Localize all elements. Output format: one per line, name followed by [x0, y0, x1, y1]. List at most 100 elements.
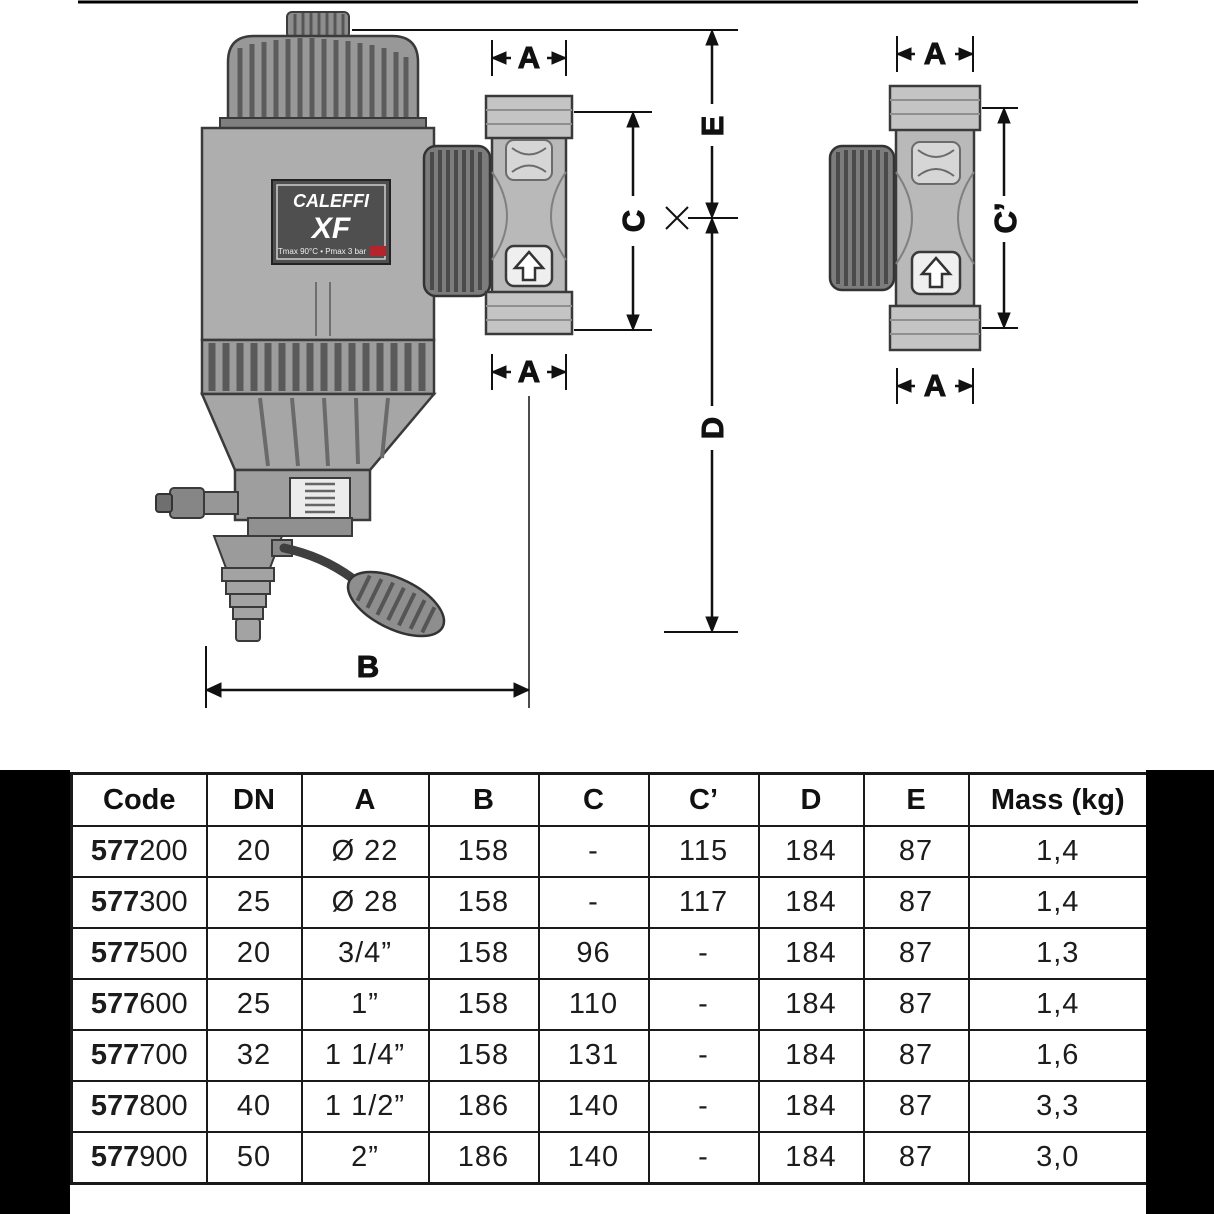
cell-c: 96: [537, 927, 650, 980]
cell-dn: 50: [205, 1131, 303, 1185]
code-suffix: 200: [139, 835, 188, 867]
cell-c-prime: -: [647, 1131, 760, 1185]
dim-label-a-top-side: A: [924, 36, 946, 71]
dim-label-a-bottom-side: A: [924, 368, 946, 403]
cell-dn: 32: [205, 1029, 303, 1082]
hose-rib: [229, 593, 267, 608]
cell-c-prime: 115: [647, 825, 760, 878]
nameplate-border: [276, 184, 386, 260]
cell-dn: 25: [205, 876, 303, 929]
table-row: 577800 40 1 1/2” 186 140 - 184 87 3,3: [70, 1080, 1149, 1133]
brand-label: CALEFFI: [293, 191, 370, 211]
cell-b: 186: [427, 1080, 540, 1133]
cell-mass: 1,6: [967, 1029, 1149, 1082]
cell-b: 158: [427, 927, 540, 980]
nut-ribs: [430, 150, 482, 292]
taper-ribs: [258, 397, 390, 467]
cell-c: -: [537, 825, 650, 878]
cell-mass: 3,3: [967, 1080, 1149, 1133]
code-suffix: 300: [139, 886, 188, 918]
cell-e: 87: [862, 1080, 970, 1133]
hex-facets: [486, 305, 572, 321]
code-prefix: 577: [90, 886, 140, 918]
table-row: 577500 20 3/4” 158 96 - 184 87 1,3: [70, 927, 1149, 980]
code-suffix: 600: [139, 988, 188, 1020]
col-header-c-prime: C’: [647, 772, 760, 827]
cell-e: 87: [862, 978, 970, 1031]
lever-knob: [346, 570, 446, 638]
cell-code: 577900: [70, 1131, 208, 1185]
dim-label-e: E: [695, 116, 730, 137]
cell-d: 184: [757, 1131, 865, 1185]
code-prefix: 577: [90, 1039, 140, 1071]
body-seam-lines: [315, 282, 331, 336]
cell-c-prime: -: [647, 927, 760, 980]
cell-e: 87: [862, 1029, 970, 1082]
col-header-code: Code: [70, 772, 208, 827]
page-edge-left: [0, 770, 70, 1214]
hose-rib: [221, 567, 275, 582]
cell-code: 577300: [70, 876, 208, 929]
cell-d: 184: [757, 978, 865, 1031]
hex-end-bottom: [888, 304, 982, 352]
cell-code: 577700: [70, 1029, 208, 1082]
cell-b: 158: [427, 825, 540, 878]
red-badge: [370, 246, 386, 256]
cell-a: 1 1/2”: [300, 1080, 430, 1133]
hex-end-bottom: [484, 290, 574, 336]
cell-a: 1”: [300, 978, 430, 1031]
cell-e: 87: [862, 825, 970, 878]
cell-dn: 20: [205, 927, 303, 980]
dim-label-a-bottom: A: [518, 354, 540, 389]
cell-c-prime: 117: [647, 876, 760, 929]
lower-taper: [200, 392, 437, 472]
cell-e: 87: [862, 927, 970, 980]
hex-facets: [890, 99, 980, 115]
col-header-c: C: [537, 772, 650, 827]
cell-mass: 1,4: [967, 825, 1149, 878]
code-suffix: 800: [139, 1090, 188, 1122]
pipe-waist: [491, 171, 567, 261]
cap-ribs: [237, 38, 409, 118]
hose-tip: [235, 618, 261, 642]
knob-ribs: [293, 13, 345, 37]
cell-dn: 20: [205, 825, 303, 878]
dim-label-b: B: [357, 649, 379, 684]
col-header-a: A: [300, 772, 430, 827]
table-row: 577600 25 1” 158 110 - 184 87 1,4: [70, 978, 1149, 1031]
code-prefix: 577: [90, 1090, 140, 1122]
table-row: 577300 25 Ø 28 158 - 117 184 87 1,4: [70, 876, 1149, 929]
cell-b: 158: [427, 1029, 540, 1082]
table-row: 577900 50 2” 186 140 - 184 87 3,0: [70, 1131, 1149, 1185]
col-header-e: E: [862, 772, 970, 827]
lever-arm: [279, 543, 357, 583]
cell-e: 87: [862, 1131, 970, 1185]
cell-c: 131: [537, 1029, 650, 1082]
dim-label-d: D: [695, 417, 730, 439]
table-row: 577200 20 Ø 22 158 - 115 184 87 1,4: [70, 825, 1149, 878]
model-label: XF: [310, 212, 351, 245]
flow-window-curves: [917, 149, 955, 177]
flow-window: [911, 141, 961, 185]
flow-direction-arrow-icon: [512, 250, 546, 282]
page-edge-right: [1146, 770, 1214, 1214]
ring-ribs: [208, 343, 426, 391]
code-suffix: 700: [139, 1039, 188, 1071]
cell-b: 158: [427, 978, 540, 1031]
spring-coils: [305, 482, 335, 514]
flow-direction-arrow-icon: [919, 256, 953, 289]
cell-b: 186: [427, 1131, 540, 1185]
col-header-b: B: [427, 772, 540, 827]
cell-c: -: [537, 876, 650, 929]
hex-facets: [890, 319, 980, 335]
cell-dn: 25: [205, 978, 303, 1031]
hex-end-top: [888, 84, 982, 132]
hose-rib: [225, 580, 271, 595]
cell-code: 577200: [70, 825, 208, 878]
cell-dn: 40: [205, 1080, 303, 1133]
centerline-cross: [665, 206, 689, 230]
code-prefix: 577: [90, 835, 140, 867]
pipe-waist: [895, 171, 975, 265]
hex-facets: [486, 109, 572, 125]
